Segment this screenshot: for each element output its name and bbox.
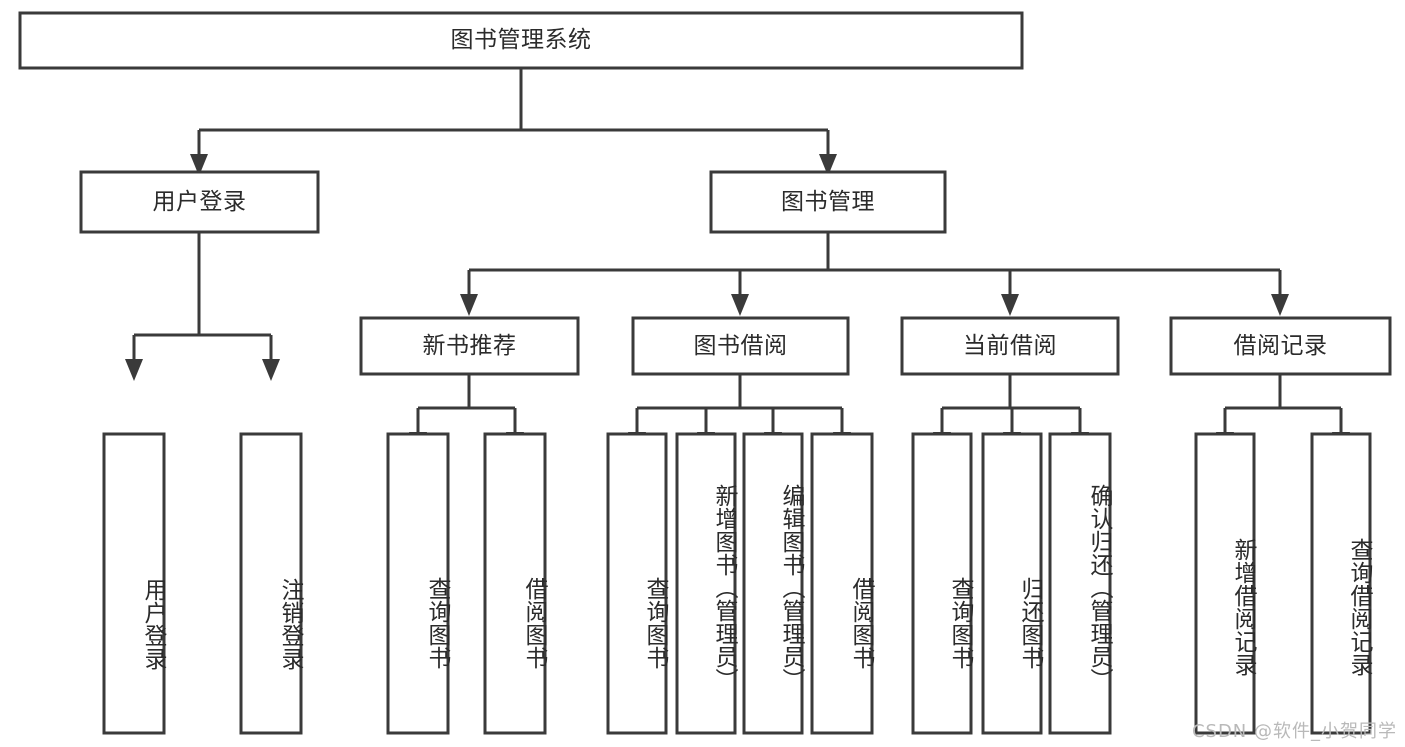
node-box-leaf-return-book[interactable] (981, 432, 1043, 735)
node-box-book-borrow[interactable] (631, 316, 850, 376)
node-box-leaf-borrow-book-1[interactable] (483, 432, 547, 735)
node-box-user-login[interactable] (79, 170, 320, 234)
edges-layer (125, 68, 1350, 454)
node-boxes-layer (18, 11, 1392, 735)
node-box-leaf-query-book-1[interactable] (386, 432, 450, 735)
arrow-head-icon (731, 294, 749, 316)
node-box-leaf-query-borrow-record[interactable] (1310, 432, 1372, 735)
node-box-current-borrow[interactable] (900, 316, 1120, 376)
node-box-leaf-user-login[interactable] (102, 432, 166, 735)
node-box-leaf-add-borrow-record[interactable] (1194, 432, 1256, 735)
node-box-leaf-query-book-2[interactable] (606, 432, 668, 735)
node-box-leaf-add-book-admin[interactable] (675, 432, 737, 735)
arrow-head-icon (125, 359, 143, 381)
node-box-root[interactable] (18, 11, 1024, 70)
node-box-leaf-confirm-return-admin[interactable] (1048, 432, 1112, 735)
node-box-leaf-edit-book-admin[interactable] (742, 432, 804, 735)
arrow-head-icon (460, 294, 478, 316)
node-box-leaf-query-book-3[interactable] (911, 432, 973, 735)
arrow-head-icon (819, 154, 837, 176)
node-box-leaf-logout-login[interactable] (239, 432, 303, 735)
arrow-head-icon (262, 359, 280, 381)
node-box-borrow-record[interactable] (1169, 316, 1392, 376)
arrow-head-icon (1271, 294, 1289, 316)
arrow-head-icon (1001, 294, 1019, 316)
node-box-book-manage[interactable] (709, 170, 947, 234)
node-box-new-book-recommend[interactable] (359, 316, 580, 376)
node-box-leaf-borrow-book-2[interactable] (810, 432, 874, 735)
arrow-head-icon (190, 154, 208, 176)
